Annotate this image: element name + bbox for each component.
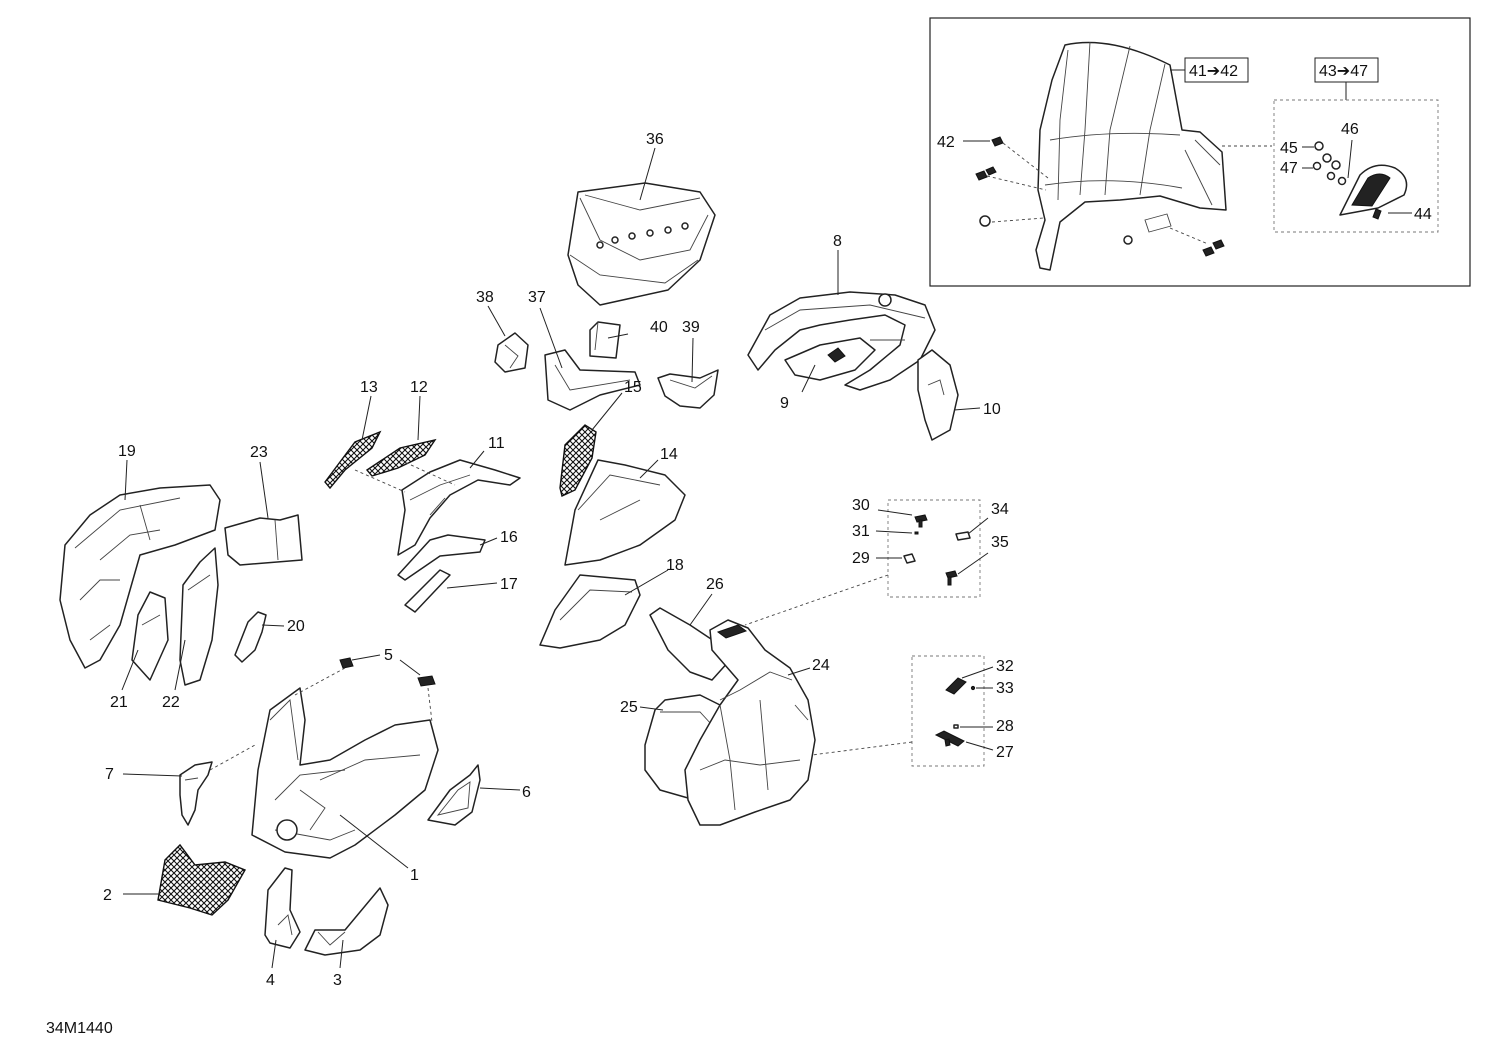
callout-38: 38 (476, 289, 494, 306)
callout-25: 25 (620, 699, 638, 716)
callout-33: 33 (996, 680, 1014, 697)
inset-frame (929, 17, 1471, 287)
callout-2: 2 (103, 887, 112, 904)
part-45-47-hardware[interactable] (1312, 141, 1382, 220)
callout-10: 10 (983, 401, 1001, 418)
windshield-inset: 42 41➔42 43➔47 45 47 46 44 (929, 17, 1471, 287)
callout-8: 8 (833, 233, 842, 250)
callout-42: 42 (937, 134, 955, 151)
drawing-number: 34M1440 (46, 1020, 113, 1037)
part-24[interactable] (684, 619, 816, 826)
callout-37: 37 (528, 289, 546, 306)
part-7[interactable] (179, 761, 213, 826)
part-19[interactable] (59, 484, 221, 669)
part-12-mesh[interactable] (365, 438, 437, 477)
callout-29: 29 (852, 550, 870, 567)
part-18[interactable] (539, 574, 641, 649)
part-46-mirror[interactable] (1339, 164, 1408, 216)
part-13-mesh[interactable] (324, 430, 382, 490)
callout-23: 23 (250, 444, 268, 461)
part-38[interactable] (494, 332, 529, 373)
part-20[interactable] (234, 611, 267, 663)
callout-27: 27 (996, 744, 1014, 761)
part-39[interactable] (657, 369, 719, 409)
part-36[interactable] (567, 182, 716, 306)
callout-30: 30 (852, 497, 870, 514)
callout-20: 20 (287, 618, 305, 635)
callout-6: 6 (522, 784, 531, 801)
part-41-windshield[interactable] (1035, 41, 1227, 271)
part-8[interactable] (747, 291, 936, 391)
part-4[interactable] (264, 867, 301, 949)
part-16[interactable] (397, 534, 486, 581)
callout-16: 16 (500, 529, 518, 546)
part-2-grille[interactable] (157, 843, 247, 916)
range-label-mirror-kit: 43➔47 (1319, 63, 1368, 80)
callout-34: 34 (991, 501, 1009, 518)
callout-11: 11 (488, 435, 505, 452)
callout-26: 26 (706, 576, 724, 593)
callout-47: 47 (1280, 160, 1298, 177)
part-22[interactable] (179, 547, 219, 686)
part-15-mesh[interactable] (559, 424, 597, 497)
callout-15: 15 (624, 379, 642, 396)
callout-1: 1 (410, 867, 419, 884)
callout-40: 40 (650, 319, 668, 336)
callout-13: 13 (360, 379, 378, 396)
callout-22: 22 (162, 694, 180, 711)
part-42-bolts[interactable] (975, 136, 1225, 257)
part-6[interactable] (427, 764, 481, 826)
callout-5: 5 (384, 647, 393, 664)
part-5-clips[interactable] (339, 657, 436, 687)
callout-19: 19 (118, 443, 136, 460)
callout-7: 7 (105, 766, 114, 783)
mirror-kit-group (1273, 99, 1439, 233)
callout-24: 24 (812, 657, 830, 674)
callout-14: 14 (660, 446, 678, 463)
callout-18: 18 (666, 557, 684, 574)
hardware-group-27-33 (911, 655, 985, 767)
callout-32: 32 (996, 658, 1014, 675)
callout-17: 17 (500, 576, 518, 593)
part-11[interactable] (397, 459, 521, 556)
part-9[interactable] (784, 337, 876, 381)
callout-9: 9 (780, 395, 789, 412)
callout-3: 3 (333, 972, 342, 989)
part-17[interactable] (404, 569, 451, 613)
part-1[interactable] (251, 687, 439, 859)
part-3[interactable] (304, 887, 389, 956)
callout-28: 28 (996, 718, 1014, 735)
range-box-41-42 (1184, 57, 1249, 83)
part-40[interactable] (589, 321, 621, 359)
part-10[interactable] (917, 349, 959, 441)
callout-46: 46 (1341, 121, 1359, 138)
part-21[interactable] (131, 591, 169, 681)
part-14[interactable] (564, 459, 686, 566)
callout-36: 36 (646, 131, 664, 148)
callout-21: 21 (110, 694, 128, 711)
callout-45: 45 (1280, 140, 1298, 157)
part-37[interactable] (544, 349, 641, 411)
range-label-windshield: 41➔42 (1189, 63, 1238, 80)
part-27-33-hardware[interactable] (934, 677, 976, 747)
range-box-43-47 (1314, 57, 1379, 83)
part-23[interactable] (224, 514, 303, 566)
callout-31: 31 (852, 523, 870, 540)
callout-12: 12 (410, 379, 428, 396)
hardware-group-29-35 (887, 499, 981, 598)
part-29-35-hardware[interactable] (903, 514, 971, 586)
callout-35: 35 (991, 534, 1009, 551)
callout-4: 4 (266, 972, 275, 989)
callout-44: 44 (1414, 206, 1432, 223)
callout-39: 39 (682, 319, 700, 336)
